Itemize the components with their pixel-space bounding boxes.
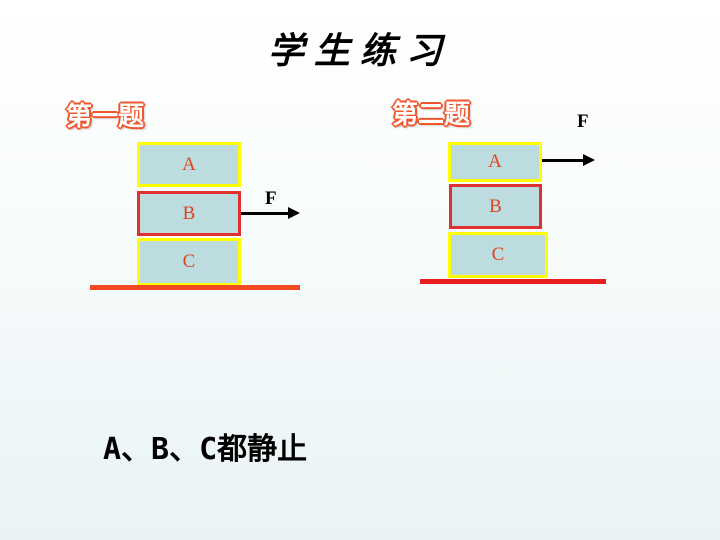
q1-force-arrow-line (241, 212, 289, 215)
q1-block-c: C (137, 238, 241, 286)
q2-force-arrow-line (542, 159, 584, 162)
q1-block-a: A (137, 142, 241, 187)
q2-block-c: C (448, 232, 548, 278)
q2-force-arrow-head-icon (583, 154, 595, 166)
q2-block-a: A (448, 142, 542, 182)
q2-block-b: B (449, 184, 542, 229)
q1-ground (90, 285, 300, 290)
q2-ground (420, 279, 606, 284)
slide-title: 学生练习 (267, 30, 452, 72)
q2-force-label: F (577, 111, 589, 132)
question-1-label: 第一题 (66, 102, 145, 132)
question-2-label: 第二题 (392, 100, 471, 130)
statement-text: A、B、C都静止 (103, 432, 308, 467)
q1-force-label: F (265, 188, 277, 209)
q1-block-b: B (137, 191, 241, 236)
q1-force-arrow-head-icon (288, 207, 300, 219)
